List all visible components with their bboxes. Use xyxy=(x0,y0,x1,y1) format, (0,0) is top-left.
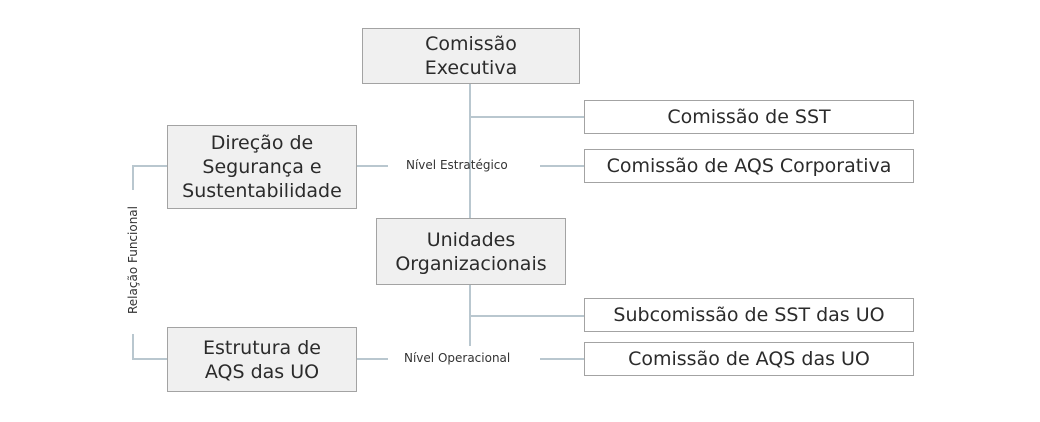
node-estrutura-aqs-uo: Estrutura de AQS das UO xyxy=(167,327,357,392)
node-label: Estrutura de AQS das UO xyxy=(203,336,321,383)
label-relacao-funcional: Relação Funcional xyxy=(126,206,140,314)
node-subcomissao-sst-uo: Subcomissão de SST das UO xyxy=(584,298,914,332)
node-label: Comissão Executiva xyxy=(424,33,518,79)
node-label: Direção de Segurança e Sustentabilidade xyxy=(182,132,342,202)
node-comissao-aqs-uo: Comissão de AQS das UO xyxy=(584,342,914,376)
node-comissao-aqs-corporativa: Comissão de AQS Corporativa xyxy=(584,149,914,183)
node-direcao-seguranca: Direção de Segurança e Sustentabilidade xyxy=(167,125,357,209)
node-label: Comissão de AQS das UO xyxy=(628,348,870,370)
relacao-funcional-bracket-top xyxy=(132,165,167,190)
node-comissao-executiva: Comissão Executiva xyxy=(362,28,580,84)
node-unidades-organizacionais: Unidades Organizacionais xyxy=(376,218,566,285)
relacao-funcional-bracket-bottom xyxy=(132,334,167,360)
node-label: Comissão de SST xyxy=(667,106,831,128)
node-label: Comissão de AQS Corporativa xyxy=(606,155,892,177)
node-label: Unidades Organizacionais xyxy=(395,228,547,275)
node-comissao-sst: Comissão de SST xyxy=(584,100,914,134)
node-label: Subcomissão de SST das UO xyxy=(613,304,885,326)
label-nivel-estrategico: Nível Estratégico xyxy=(406,158,508,172)
label-nivel-operacional: Nível Operacional xyxy=(404,351,511,365)
